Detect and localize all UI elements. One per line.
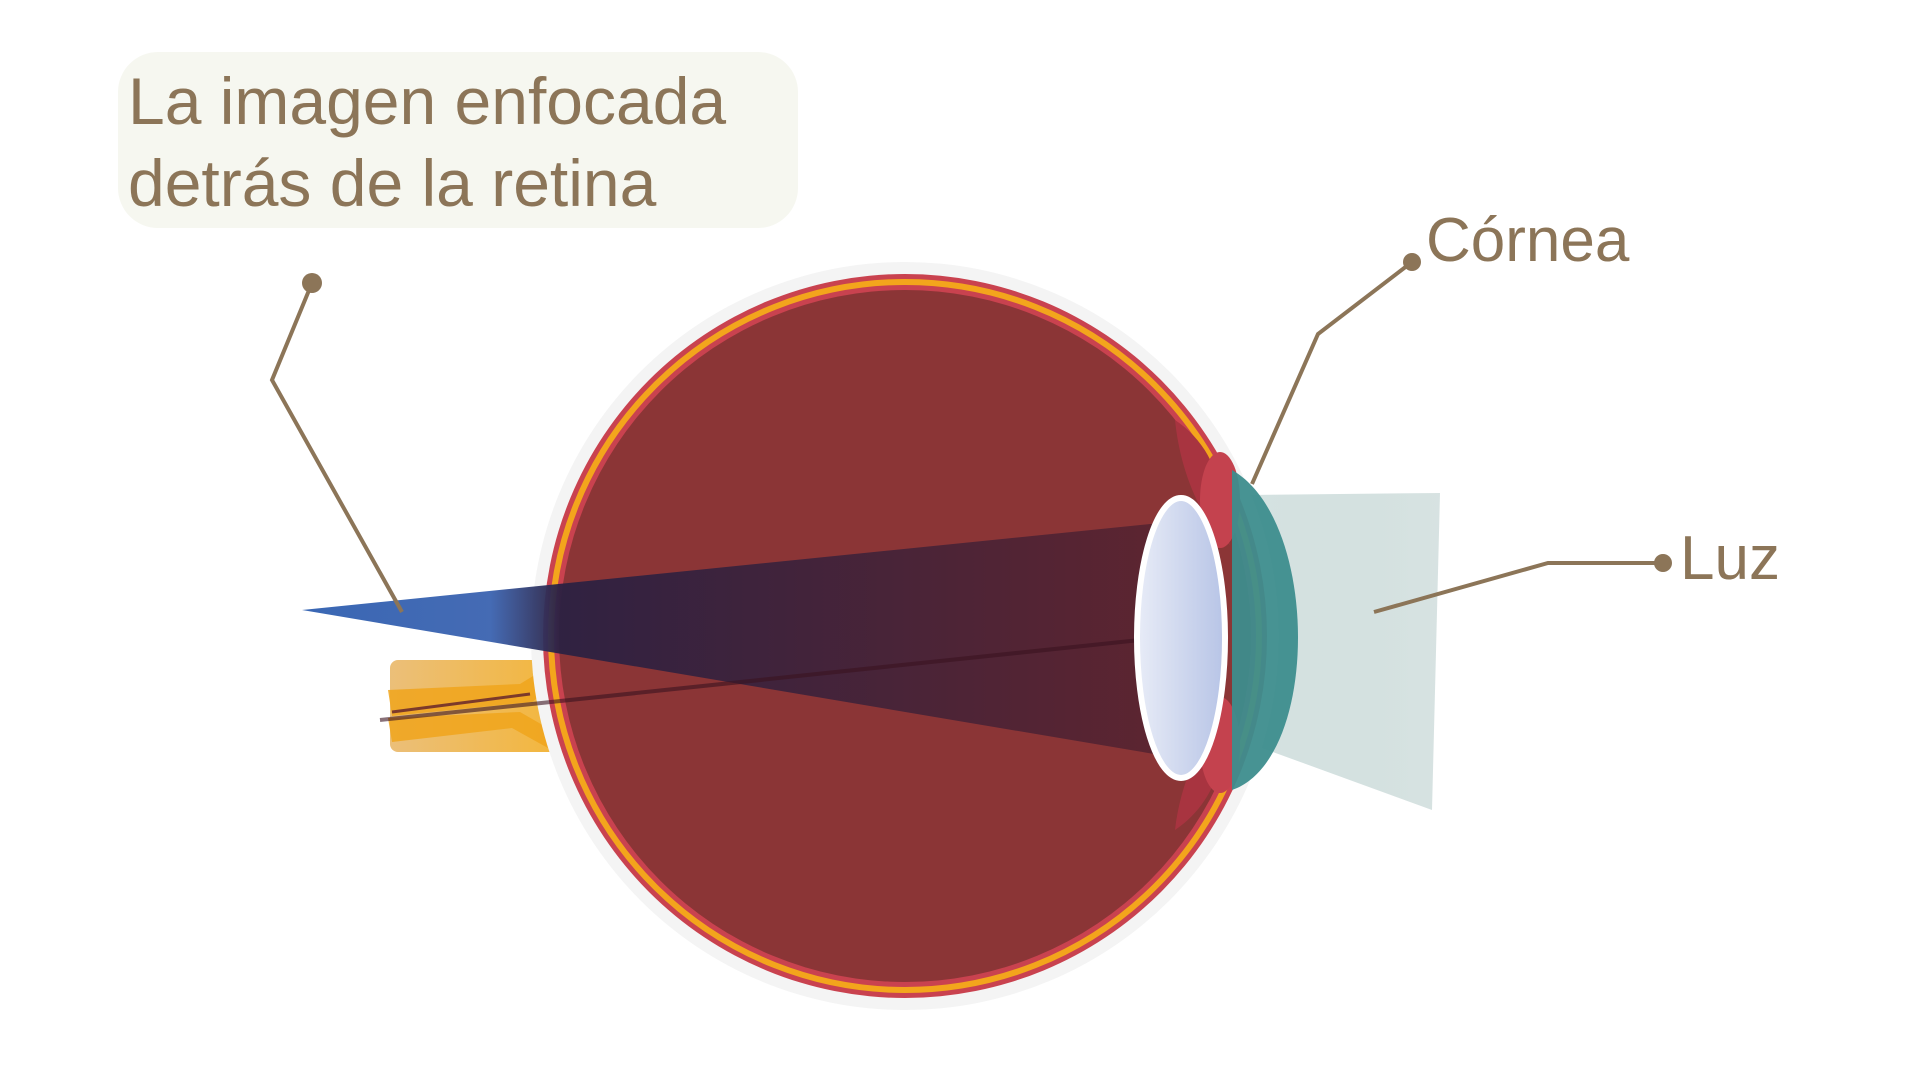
cornea-label: Córnea (1426, 206, 1630, 275)
iris (1175, 420, 1240, 830)
leader-dots (302, 253, 1672, 572)
light-leader (1373, 561, 1660, 614)
cornea-leader (1250, 260, 1414, 485)
light-leader-dot (1654, 554, 1672, 572)
retina-layer (548, 278, 1262, 994)
cone-center-line (379, 638, 1141, 722)
light-label: Luz (1680, 524, 1780, 593)
lens (1134, 495, 1228, 781)
caption-line-1: La imagen enfocada (128, 64, 727, 138)
caption-line-2: detrás de la retina (128, 146, 657, 220)
caption-leader-dot (302, 273, 322, 293)
cornea (1232, 470, 1298, 790)
leader-lines (269, 260, 1660, 614)
caption-leader (269, 282, 404, 613)
focus-cone (302, 523, 1160, 755)
caption-background (118, 52, 798, 228)
cornea-leader-dot (1403, 253, 1421, 271)
optic-nerve (388, 660, 566, 752)
